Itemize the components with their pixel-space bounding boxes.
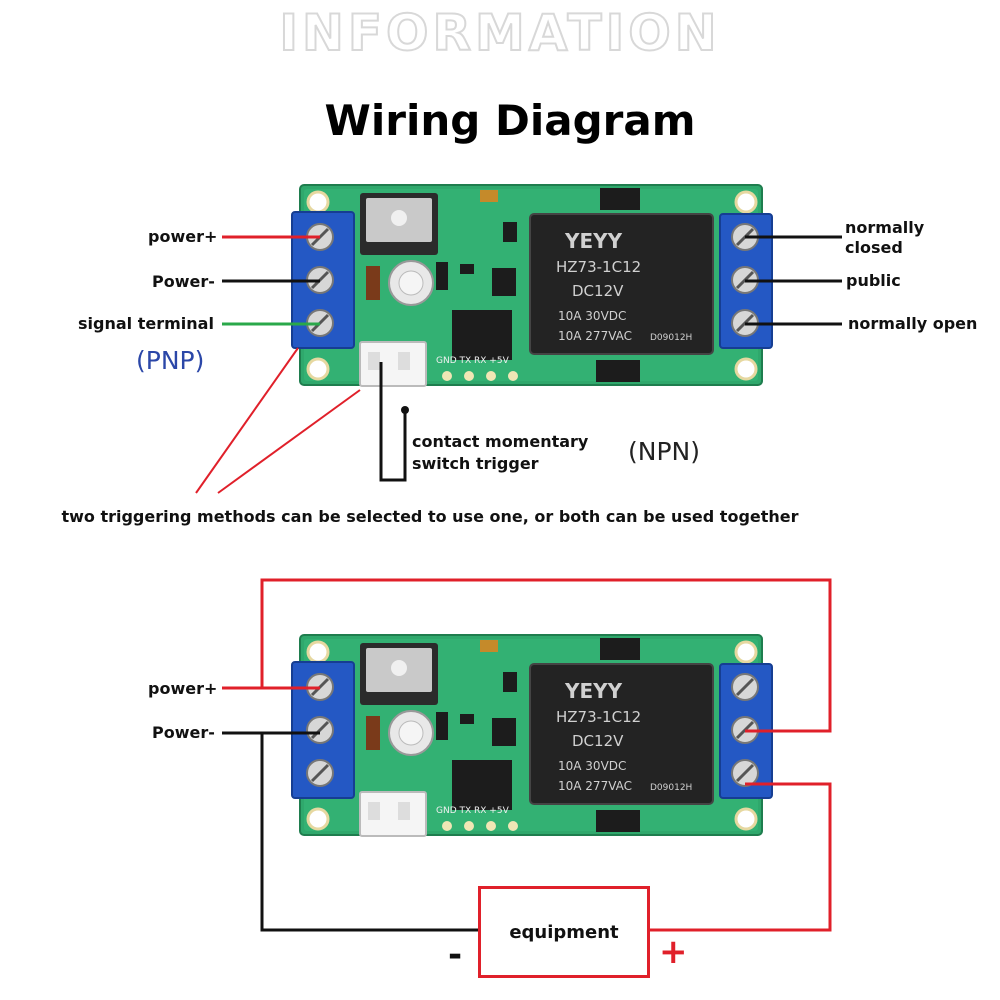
watermark-heading: INFORMATION (278, 3, 721, 63)
relay-brand: YEYY (564, 229, 623, 253)
label-signal-terminal: signal terminal (78, 314, 214, 333)
label-switch-trigger-2: switch trigger (412, 454, 539, 473)
relay-model: HZ73-1C12 (556, 258, 641, 276)
label-public: public (846, 271, 901, 290)
relay-rating-2: 10A 277VAC (558, 329, 632, 343)
label-npn: (NPN) (628, 437, 700, 466)
pin-labels: GND TX RX +5V (436, 356, 510, 366)
label-power-plus-bottom: power+ (148, 679, 218, 698)
relay-brand-bottom: YEYY (564, 679, 623, 703)
relay-code: D09012H (650, 333, 692, 343)
relay-rating-2-bottom: 10A 277VAC (558, 779, 632, 793)
equipment-label: equipment (509, 921, 619, 943)
equipment-plus-sign: + (659, 932, 688, 972)
equipment-minus-sign: - (448, 935, 463, 975)
relay-rating-1-bottom: 10A 30VDC (558, 759, 626, 773)
label-power-minus-bottom: Power- (152, 723, 215, 742)
relay-coil-bottom: DC12V (572, 732, 624, 750)
trigger-note: two triggering methods can be selected t… (61, 507, 799, 526)
label-normally-closed-1: normally (845, 218, 925, 237)
label-normally-open: normally open (848, 314, 978, 333)
relay-board-bottom (290, 633, 774, 838)
label-normally-closed-2: closed (845, 238, 903, 257)
equipment-box: equipment (478, 886, 650, 978)
relay-model-bottom: HZ73-1C12 (556, 708, 641, 726)
label-switch-trigger-1: contact momentary (412, 432, 589, 451)
relay-coil: DC12V (572, 282, 624, 300)
relay-rating-1: 10A 30VDC (558, 309, 626, 323)
relay-board-top (290, 183, 774, 388)
label-power-plus: power+ (148, 227, 218, 246)
page-title: Wiring Diagram (324, 96, 696, 145)
label-power-minus: Power- (152, 272, 215, 291)
label-pnp: (PNP) (136, 346, 205, 375)
relay-code-bottom: D09012H (650, 783, 692, 793)
pin-labels-bottom: GND TX RX +5V (436, 806, 510, 816)
